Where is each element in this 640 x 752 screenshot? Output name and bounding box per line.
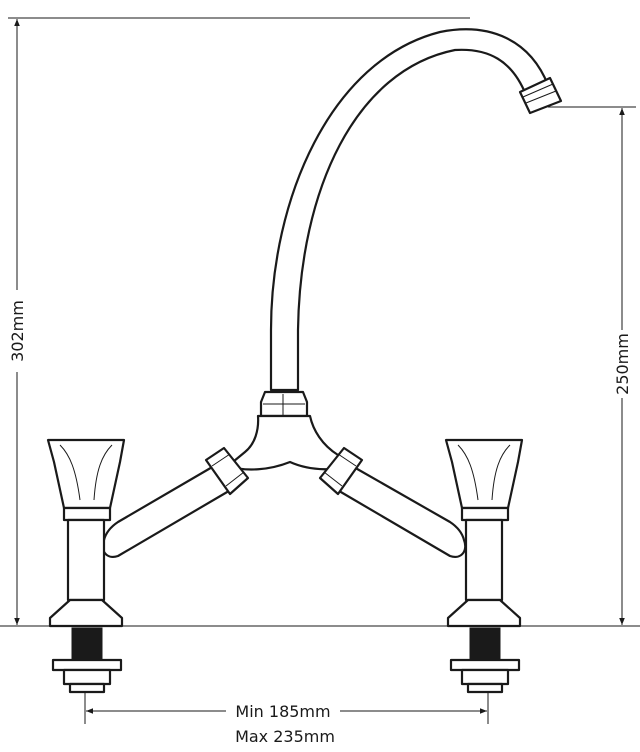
right-valve-body <box>464 518 504 602</box>
total-height-label: 302mm <box>8 300 27 362</box>
right-valve-flange <box>446 598 522 628</box>
total-height-dimension <box>8 17 470 625</box>
right-valve <box>444 438 524 694</box>
spout-nut <box>259 390 309 418</box>
left-valve-handle <box>46 438 126 510</box>
spout-outlet <box>518 76 563 115</box>
left-valve-body <box>66 518 106 602</box>
spout-height-label: 250mm <box>613 333 632 395</box>
bridge <box>101 414 467 558</box>
centres-max-label: Max 235mm <box>235 727 335 746</box>
left-valve <box>46 438 126 694</box>
spout-height-dimension <box>548 106 636 625</box>
left-arm-nut <box>204 446 250 496</box>
left-valve-flange <box>48 598 124 628</box>
spout <box>269 28 563 392</box>
right-arm-nut <box>318 446 364 496</box>
centres-min-label: Min 185mm <box>235 702 330 721</box>
right-valve-handle <box>444 438 524 510</box>
